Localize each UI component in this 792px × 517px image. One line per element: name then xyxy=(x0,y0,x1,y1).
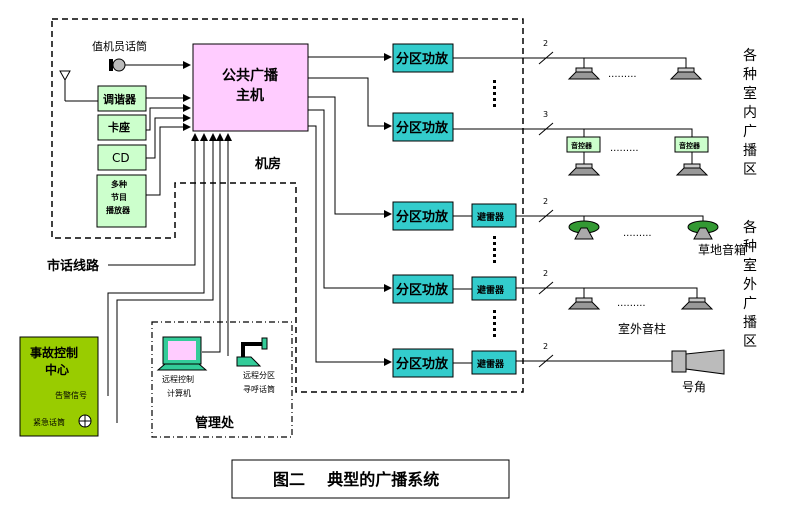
wire-count-slash xyxy=(538,281,554,295)
svg-text:广: 广 xyxy=(743,296,757,312)
zone-line xyxy=(453,57,687,68)
lightning-arrester-label: 避雷器 xyxy=(477,211,505,223)
wire-count-slash xyxy=(538,122,554,136)
multi-player-label-1: 多种 xyxy=(111,179,127,189)
svg-text:种: 种 xyxy=(743,239,757,255)
phone-line-label: 市话线路 xyxy=(47,258,100,274)
remote-mic-label-2: 寻呼话筒 xyxy=(243,384,275,394)
zone-amplifier-box xyxy=(392,43,454,73)
wire-count-slash xyxy=(538,354,554,368)
multi-player-box xyxy=(96,174,147,228)
wire-count-label: 3 xyxy=(543,110,548,119)
speaker-icon xyxy=(567,297,601,310)
zone-amplifier-label: 分区功放 xyxy=(396,282,449,298)
computer-icon xyxy=(156,336,208,371)
svg-text:广: 广 xyxy=(743,124,757,140)
remote-mic-label-1: 远程分区 xyxy=(243,371,275,380)
microphone-icon xyxy=(109,58,126,72)
svg-text:区: 区 xyxy=(743,334,757,350)
svg-text:室: 室 xyxy=(743,85,757,102)
wire-count-slash xyxy=(538,51,554,65)
multi-player-label-2: 节目 xyxy=(111,192,127,202)
speaker-icon xyxy=(669,67,703,80)
svg-text:外: 外 xyxy=(743,277,757,293)
zone-line xyxy=(516,287,698,298)
svg-text:各: 各 xyxy=(743,220,757,236)
caption-box xyxy=(231,459,510,499)
zone-amplifier-label: 分区功放 xyxy=(396,209,449,225)
zone-amplifier-box xyxy=(392,201,454,231)
lawn-speaker-label: 草地音箱 xyxy=(698,242,746,257)
control-center-title-2: 中心 xyxy=(45,362,69,377)
zone-amplifier-label: 分区功放 xyxy=(396,120,449,136)
host-box xyxy=(192,43,309,132)
emergency-mic-label: 紧急话筒 xyxy=(33,417,65,427)
zone-amplifier-box xyxy=(392,348,454,378)
ellipsis: ......... xyxy=(623,228,652,239)
svg-text:播: 播 xyxy=(743,143,757,159)
cd-box xyxy=(97,144,147,171)
zone-amplifier-label: 分区功放 xyxy=(396,356,449,372)
speaker-icon xyxy=(675,163,709,176)
lawn-speaker-icon xyxy=(687,220,719,240)
lawn-speaker-icon xyxy=(568,220,600,240)
svg-text:各: 各 xyxy=(743,48,757,64)
remote-computer-label-2: 计算机 xyxy=(167,388,191,398)
svg-text:播: 播 xyxy=(743,315,757,331)
zone-amplifier-box xyxy=(392,112,454,142)
zone-amplifier-box xyxy=(392,274,454,304)
tuner-label: 调谐器 xyxy=(103,92,137,106)
wire-count-label: 2 xyxy=(543,197,548,206)
emergency-mic-icon xyxy=(78,414,92,428)
management-label: 管理处 xyxy=(195,415,235,431)
operator-mic-label: 值机员话筒 xyxy=(92,39,147,53)
horn-icon xyxy=(671,349,725,375)
machine-room-boundary xyxy=(51,18,524,393)
control-center-title-1: 事故控制 xyxy=(30,345,78,360)
cassette-box xyxy=(97,114,147,141)
speaker-icon xyxy=(567,163,601,176)
remote-computer-label-1: 远程控制 xyxy=(162,374,194,384)
outdoor-column-label: 室外音柱 xyxy=(618,321,666,336)
multi-player-label-3: 播放器 xyxy=(106,205,131,215)
volume-control-label: 音控器 xyxy=(571,141,593,150)
speaker-icon xyxy=(567,67,601,80)
cd-label: CD xyxy=(112,151,130,165)
paging-mic-icon xyxy=(236,337,268,367)
lightning-arrester-label: 避雷器 xyxy=(477,358,505,370)
zone-line xyxy=(453,128,693,137)
wire-count-label: 2 xyxy=(543,39,548,48)
wire-count-label: 2 xyxy=(543,269,548,278)
ellipsis: ......... xyxy=(617,298,646,309)
ellipsis: ......... xyxy=(608,69,637,80)
management-boundary xyxy=(151,321,293,438)
machine-room-label: 机房 xyxy=(255,156,281,172)
svg-text:区: 区 xyxy=(743,162,757,178)
alarm-signal-label: 告警信号 xyxy=(55,390,87,400)
wire-count-label: 2 xyxy=(543,342,548,351)
lightning-arrester-box xyxy=(471,350,517,375)
cassette-label: 卡座 xyxy=(108,120,130,134)
lightning-arrester-label: 避雷器 xyxy=(477,284,505,296)
wire-count-slash xyxy=(538,209,554,223)
ellipsis-dots xyxy=(493,80,496,337)
zone-amplifier-label: 分区功放 xyxy=(396,51,449,67)
ellipsis: ......... xyxy=(610,143,639,154)
host-label-1: 公共广播 xyxy=(222,67,279,84)
horn-label: 号角 xyxy=(682,380,706,394)
antenna-icon xyxy=(59,70,98,102)
host-label-2: 主机 xyxy=(236,87,264,104)
volume-control-label: 音控器 xyxy=(679,141,701,150)
svg-text:内: 内 xyxy=(743,105,757,121)
figure-caption: 图二 典型的广播系统 xyxy=(273,470,439,489)
svg-text:室: 室 xyxy=(743,257,757,274)
svg-text:种: 种 xyxy=(743,67,757,83)
speaker-icon xyxy=(680,297,714,310)
